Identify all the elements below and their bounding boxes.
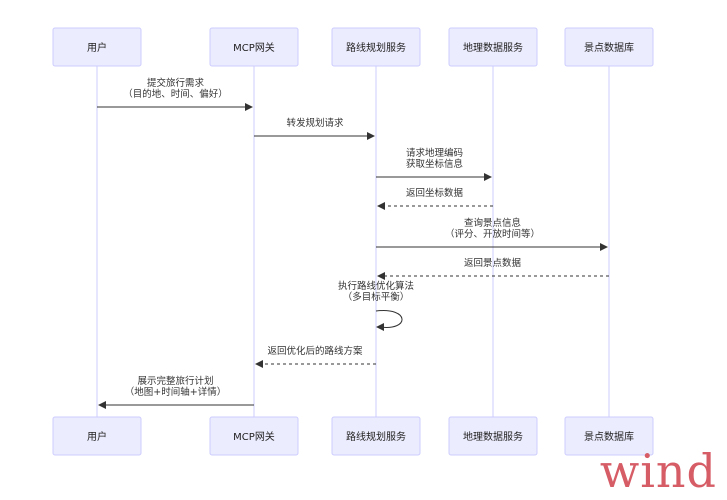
self-arrow-line (375, 310, 403, 328)
actor-label: 路线规划服务 (346, 41, 406, 54)
actor-label: MCP网关 (233, 430, 275, 443)
actor-user-top: 用户 (52, 27, 142, 67)
arrowhead (255, 360, 263, 368)
message-label: 请求地理编码 (406, 147, 463, 159)
actor-box (52, 27, 142, 67)
arrowhead (376, 323, 384, 331)
message-label: 获取坐标信息 (406, 158, 463, 170)
actor-user-bottom: 用户 (52, 416, 142, 456)
actor-box (331, 27, 421, 67)
message-label: 返回景点数据 (464, 257, 522, 269)
arrowhead (377, 272, 385, 280)
message-2: 转发规划请求 (254, 117, 375, 140)
actor-label: 用户 (87, 41, 107, 54)
actor-box (564, 416, 654, 456)
actor-geo-bottom: 地理数据服务 (448, 416, 538, 456)
message-label: 返回优化后的路线方案 (267, 345, 363, 357)
actor-route-bottom: 路线规划服务 (331, 416, 421, 456)
arrowhead (600, 243, 608, 251)
actor-box (209, 27, 299, 67)
actor-box (448, 27, 538, 67)
actors-bottom: 用户 MCP网关 路线规划服务 地理数据服务 景点数据库 (52, 416, 654, 456)
actor-box (52, 416, 142, 456)
actor-box (331, 416, 421, 456)
message-4: 返回坐标数据 (377, 187, 493, 210)
arrowhead (377, 202, 385, 210)
actor-geo-top: 地理数据服务 (448, 27, 538, 67)
actors-top: 用户 MCP网关 路线规划服务 地理数据服务 景点数据库 (52, 27, 654, 67)
message-5: 查询景点信息（评分、开放时间等） (376, 217, 608, 251)
message-label: （评分、开放时间等） (445, 228, 540, 240)
message-label: 转发规划请求 (286, 117, 344, 129)
actor-poi-top: 景点数据库 (564, 27, 654, 67)
actor-label: 景点数据库 (584, 430, 634, 443)
actor-gateway-top: MCP网关 (209, 27, 299, 67)
actor-label: 地理数据服务 (463, 41, 523, 54)
actor-label: 用户 (87, 430, 107, 443)
actor-gateway-bottom: MCP网关 (209, 416, 299, 456)
arrowhead (98, 401, 106, 409)
actor-poi-bottom: 景点数据库 (564, 416, 654, 456)
message-7: 执行路线优化算法（多目标平衡） (338, 280, 414, 331)
messages: 提交旅行需求（目的地、时间、偏好）转发规划请求请求地理编码获取坐标信息返回坐标数… (97, 77, 609, 409)
arrowhead (367, 132, 375, 140)
actor-label: 地理数据服务 (463, 430, 523, 443)
message-label: 查询景点信息 (464, 217, 521, 229)
actor-box (448, 416, 538, 456)
message-label: （多目标平衡） (343, 291, 410, 303)
message-9: 展示完整旅行计划（地图+时间轴+详情） (98, 375, 254, 409)
message-label: 展示完整旅行计划 (137, 375, 213, 387)
actor-box (209, 416, 299, 456)
actor-label: 景点数据库 (584, 41, 634, 54)
actor-box (564, 27, 654, 67)
actor-label: MCP网关 (233, 41, 275, 54)
message-1: 提交旅行需求（目的地、时间、偏好） (97, 77, 253, 111)
message-label: 返回坐标数据 (406, 187, 464, 199)
arrowhead (484, 173, 492, 181)
lifelines (96, 66, 610, 417)
watermark-text: wind (599, 444, 717, 498)
message-label: （地图+时间轴+详情） (125, 386, 226, 398)
message-label: （目的地、时间、偏好） (123, 88, 228, 100)
message-6: 返回景点数据 (377, 257, 609, 280)
message-label: 提交旅行需求 (147, 77, 205, 89)
actor-label: 路线规划服务 (346, 430, 406, 443)
arrowhead (245, 103, 253, 111)
message-8: 返回优化后的路线方案 (255, 345, 376, 368)
actor-route-top: 路线规划服务 (331, 27, 421, 67)
message-label: 执行路线优化算法 (338, 280, 414, 292)
